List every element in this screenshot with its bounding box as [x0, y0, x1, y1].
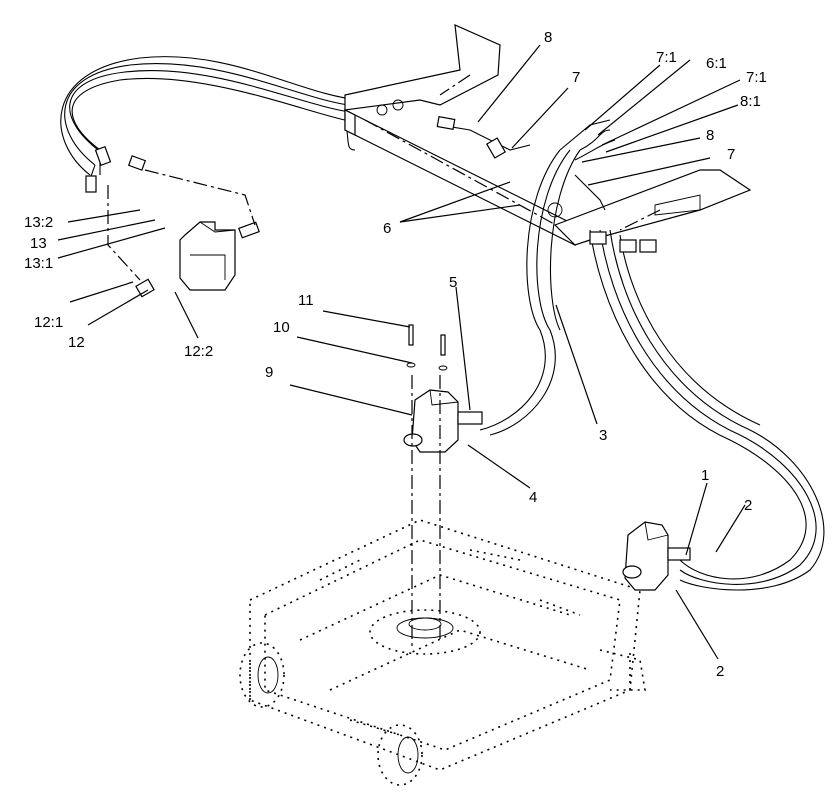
fittings: [85, 115, 657, 253]
valve-left: [135, 221, 260, 298]
callout-13: 13: [30, 235, 47, 252]
callout-13-1: 13:1: [24, 255, 53, 272]
callout-7-1-top: 7:1: [656, 49, 677, 66]
callout-6-1: 6:1: [706, 55, 727, 72]
callout-7-1-right: 7:1: [746, 69, 767, 86]
callout-5: 5: [449, 274, 457, 291]
callout-11: 11: [298, 292, 314, 309]
callout-2-lower: 2: [716, 663, 724, 680]
callout-labels: 8 7 7:1 6:1 7:1 8:1 8 7 6 13:2 13 13:1 1…: [24, 29, 767, 680]
callout-1: 1: [701, 467, 709, 484]
machine-base: [239, 519, 646, 786]
callout-3: 3: [599, 427, 607, 444]
callout-7-top: 7: [572, 69, 580, 86]
callout-12-1: 12:1: [34, 314, 63, 331]
callout-8-top: 8: [544, 29, 552, 46]
callout-6: 6: [383, 220, 391, 237]
callout-12: 12: [68, 334, 85, 351]
callout-10: 10: [273, 319, 290, 336]
right-hose-bundle: [439, 119, 825, 591]
bracket-assembly: [344, 24, 752, 246]
valve-right: [622, 521, 691, 591]
callout-13-2: 13:2: [24, 214, 53, 231]
callout-12-2: 12:2: [184, 343, 213, 360]
callout-2-upper: 2: [744, 497, 752, 514]
left-hose-bundle: [60, 56, 361, 186]
callout-4: 4: [529, 489, 537, 506]
alignment-lines: [107, 74, 661, 650]
valve-center: [403, 324, 483, 453]
leader-lines: [57, 44, 746, 660]
callout-8-1: 8:1: [740, 93, 761, 110]
callout-9: 9: [265, 364, 273, 381]
callout-7-right: 7: [727, 146, 735, 163]
callout-8-right: 8: [706, 127, 714, 144]
